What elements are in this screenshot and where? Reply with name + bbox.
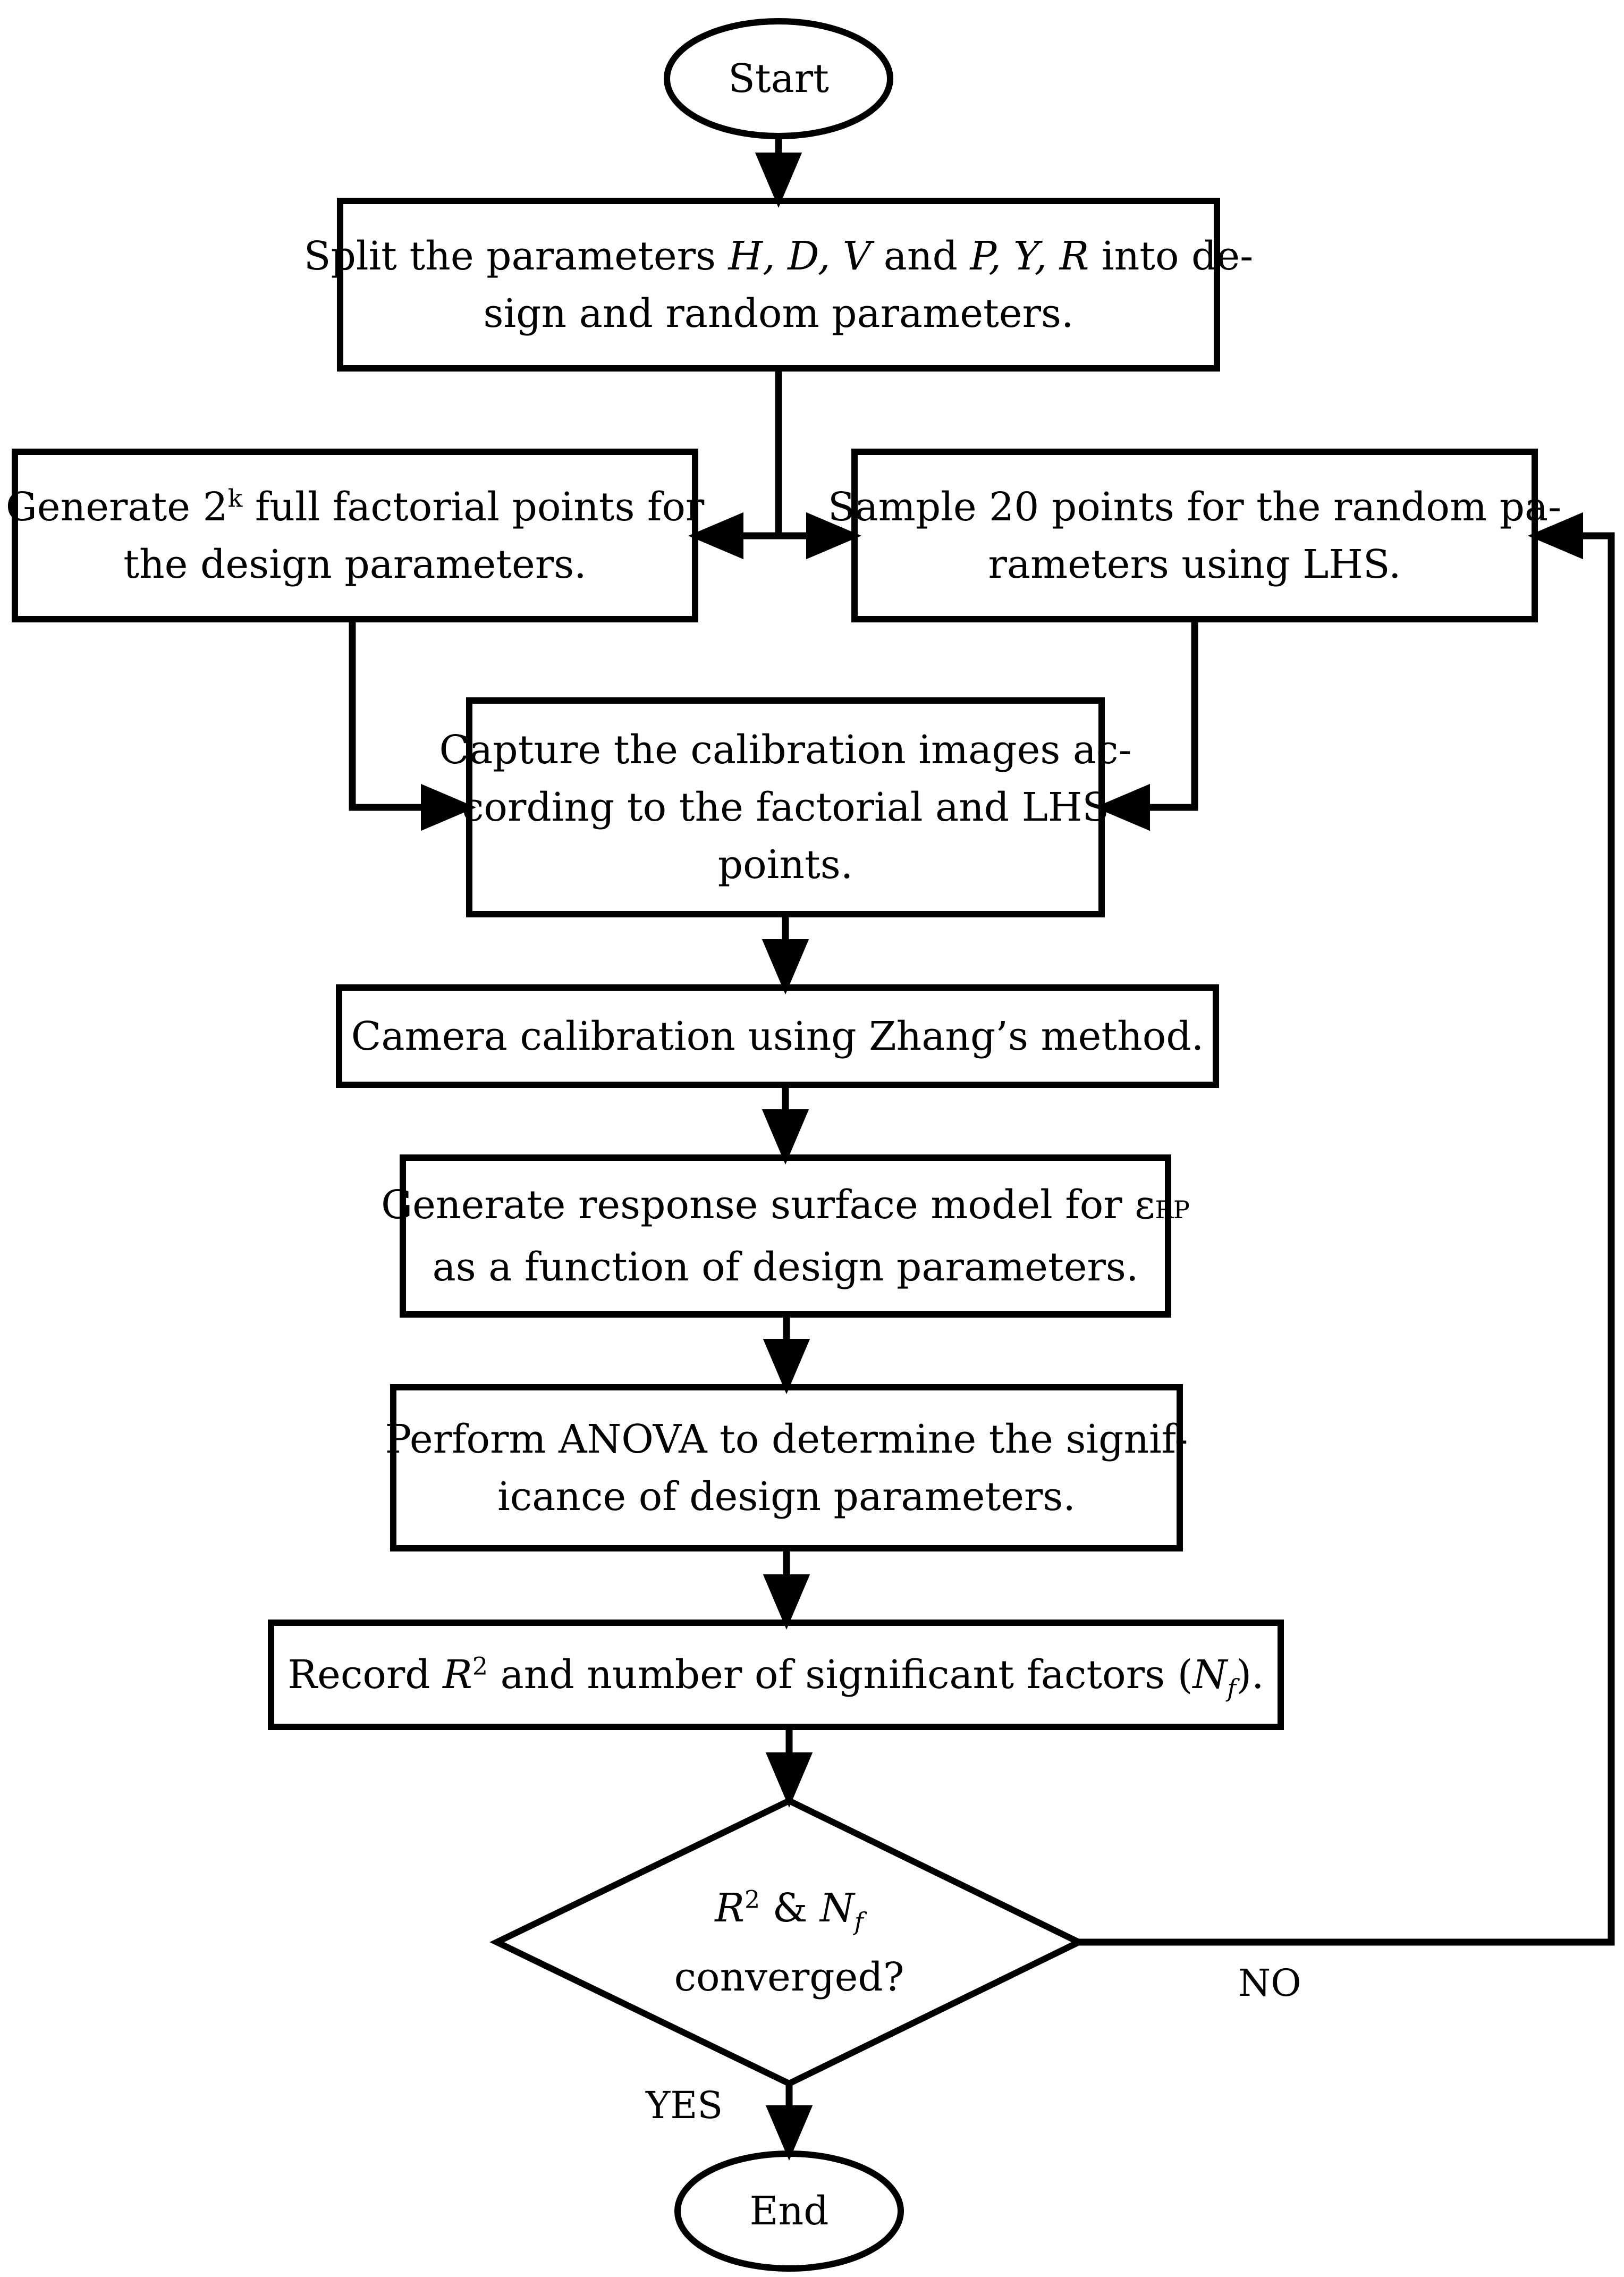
decision-line-1: R2 & Nf [715,1885,864,1936]
rsm-line-1: Generate response surface model for εRP [381,1182,1190,1228]
rsm-node: Generate response surface model for εRP … [381,1158,1190,1314]
split-line-2: sign and random parameters. [483,290,1074,336]
start-node: Start [667,21,890,136]
split-node-shape [337,198,1220,372]
record-label: Record R2 and number of significant fact… [287,1651,1264,1702]
capture-node: Capture the calibration images ac- cordi… [439,701,1132,914]
split-line-1: Split the parameters H, D, V and P, Y, R… [303,233,1254,279]
anova-node: Perform ANOVA to determine the signif- i… [385,1387,1188,1548]
decision-line-2: converged? [674,1954,904,2000]
rsm-line-2: as a function of design parameters. [432,1244,1139,1290]
lhs-node-shape [851,449,1538,622]
calibration-node: Camera calibration using Zhang’s method. [339,988,1216,1085]
edge-lhs-to-capture [1095,619,1198,831]
factorial-node-shape [12,449,698,622]
factorial-line-1: Generate 2k full factorial points for [5,483,705,530]
anova-node-shape [390,1384,1183,1551]
edge-label-yes: YES [646,2084,723,2127]
lhs-node: Sample 20 points for the random pa- rame… [828,452,1561,619]
record-node: Record R2 and number of significant fact… [271,1623,1281,1727]
anova-line-2: icance of design parameters. [497,1473,1076,1520]
factorial-line-2: the design parameters. [123,541,587,587]
factorial-node: Generate 2k full factorial points for th… [6,452,705,619]
lhs-line-1: Sample 20 points for the random pa- [827,484,1562,530]
decision-node: R2 & Nf converged? [603,1871,975,2014]
capture-line-2: cording to the factorial and LHS [461,785,1110,830]
lhs-line-2: rameters using LHS. [988,541,1401,587]
anova-line-1: Perform ANOVA to determine the signif- [385,1416,1188,1462]
split-node: Split the parameters H, D, V and P, Y, R… [304,201,1253,368]
end-label: End [749,2188,829,2234]
calibration-label: Camera calibration using Zhang’s method. [351,1013,1204,1059]
edge-factorial-to-capture [349,619,476,831]
edge-label-no: NO [1238,1961,1301,2005]
capture-line-1: Capture the calibration images ac- [439,727,1132,773]
start-label: Start [728,56,829,102]
end-node: End [678,2154,901,2268]
edge-decision-no-loop [1079,512,1615,1946]
capture-line-3: points. [717,842,853,888]
record-node-shape [268,1620,1284,1730]
